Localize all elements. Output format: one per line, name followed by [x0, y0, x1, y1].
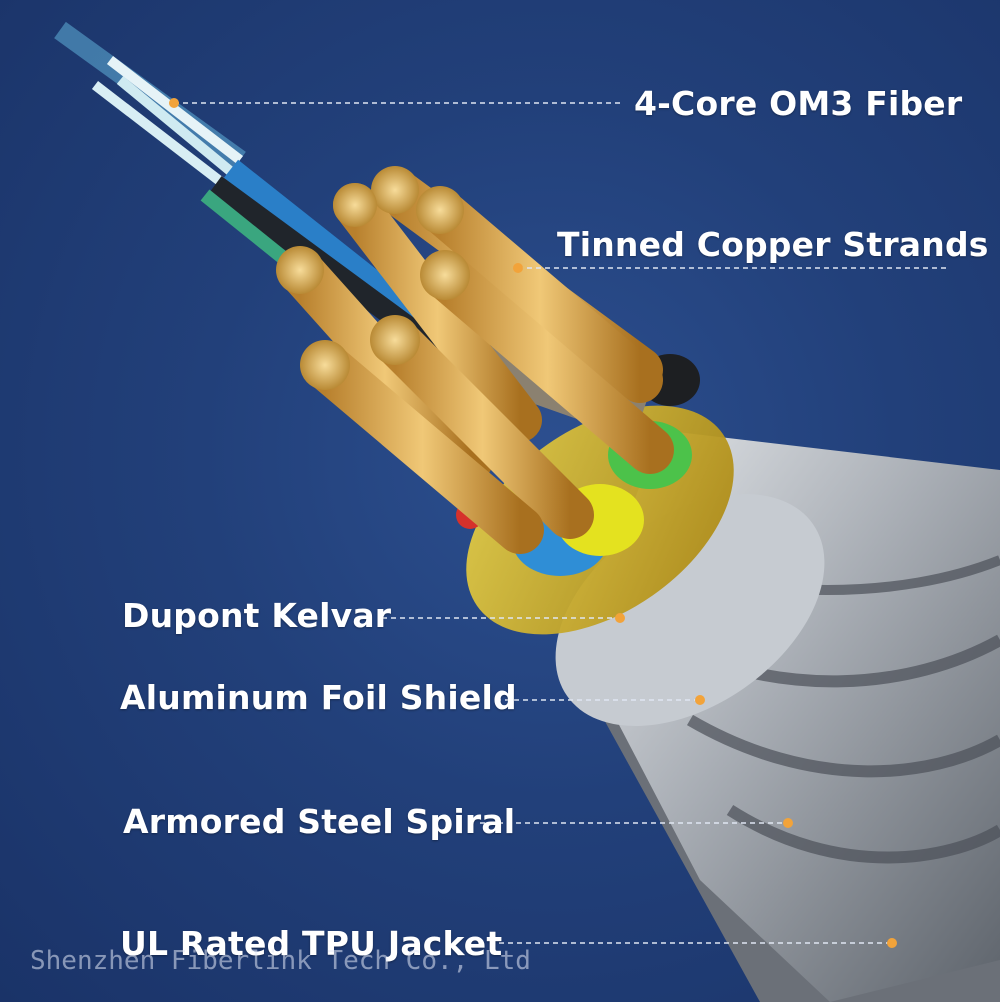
label-fiber: 4-Core OM3 Fiber	[634, 84, 963, 123]
label-foil-shield: Aluminum Foil Shield	[120, 678, 517, 717]
leader-dot-steel	[783, 818, 793, 828]
leader-lines	[174, 102, 950, 944]
label-copper: Tinned Copper Strands	[557, 225, 989, 264]
leader-dot-fiber	[169, 98, 179, 108]
company-watermark: Shenzhen Fiberlink Tech Co., Ltd	[30, 946, 531, 976]
leader-dot-copper	[513, 263, 523, 273]
label-steel-spiral: Armored Steel Spiral	[123, 802, 516, 841]
leader-dots	[169, 98, 897, 948]
leader-dot-kevlar	[615, 613, 625, 623]
copper-strands	[276, 166, 674, 554]
leader-dot-foil	[695, 695, 705, 705]
label-tpu-jacket: UL Rated TPU Jacket	[120, 924, 503, 963]
label-kevlar: Dupont Kelvar	[122, 596, 392, 635]
leader-dot-jacket	[887, 938, 897, 948]
